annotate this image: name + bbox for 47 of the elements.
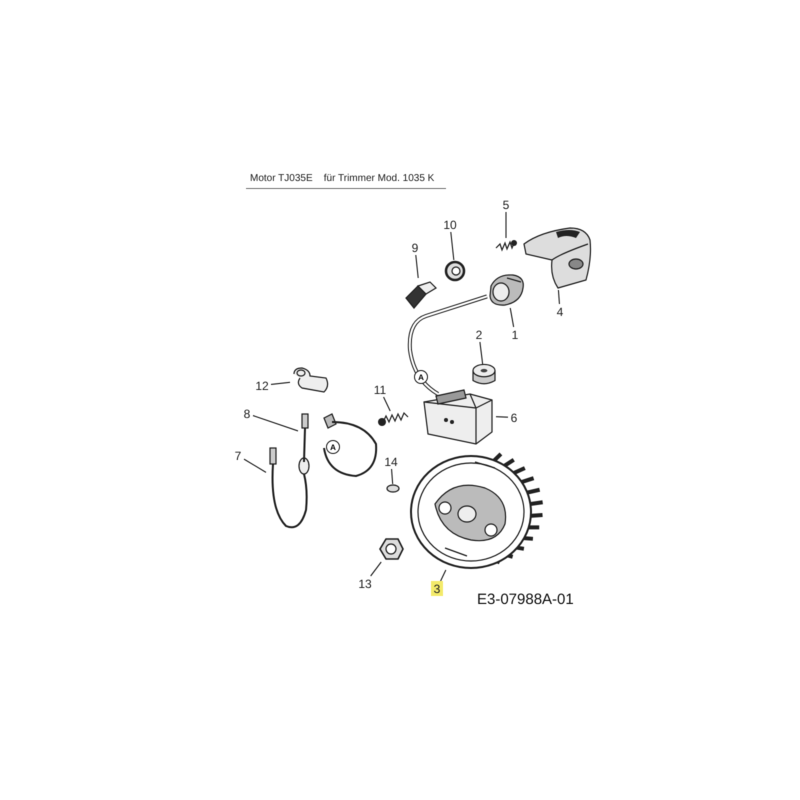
ignition-coil-drawing (423, 389, 493, 445)
leader-line (252, 415, 298, 432)
callout-number: 5 (500, 197, 512, 212)
wire-harness-drawing (301, 413, 378, 477)
callout-number: 11 (371, 382, 389, 397)
connection-marker: A (326, 440, 340, 454)
ignition-cable (408, 294, 488, 396)
leader-line (479, 342, 484, 364)
leader-line (510, 308, 514, 328)
leader-line (270, 382, 290, 386)
leader-line (505, 212, 507, 238)
nut-drawing (379, 538, 404, 560)
callout-number: 10 (441, 217, 459, 232)
callout-number: 1 (509, 327, 521, 342)
leader-line (244, 458, 266, 473)
leader-line (415, 254, 419, 278)
grommet-drawing (444, 260, 466, 282)
leader-line (440, 570, 446, 582)
leader-line (450, 232, 454, 260)
callout-number: 7 (232, 448, 244, 463)
connection-marker: A (414, 370, 428, 384)
callout-number: 6 (508, 410, 520, 425)
screw-drawing (378, 412, 408, 426)
callout-number: 12 (253, 378, 271, 393)
ground-wire-drawing (269, 447, 310, 528)
callout-number: 9 (409, 240, 421, 255)
diagram-title: Motor TJ035E für Trimmer Mod. 1035 K (250, 173, 434, 184)
plug-cap-drawing (489, 274, 524, 306)
callout-number: 3 (431, 581, 443, 596)
leader-line (391, 468, 394, 484)
callout-number: 2 (473, 327, 485, 342)
starter-cover-drawing (523, 227, 592, 289)
spark-plug-drawing (405, 281, 437, 309)
callout-number: 4 (554, 304, 566, 319)
key-drawing (386, 484, 400, 493)
callout-number: 13 (356, 576, 374, 591)
callout-number: 14 (382, 454, 400, 469)
callout-number: 8 (241, 406, 253, 421)
leader-line (496, 416, 508, 418)
spacer-drawing (472, 364, 496, 384)
drawing-number: E3-07988A-01 (477, 591, 574, 608)
leader-line (370, 562, 382, 576)
leader-line (558, 290, 560, 304)
spring-drawing (496, 240, 517, 252)
leader-line (383, 396, 391, 412)
clip-drawing (293, 367, 328, 393)
flywheel-drawing (410, 452, 543, 569)
